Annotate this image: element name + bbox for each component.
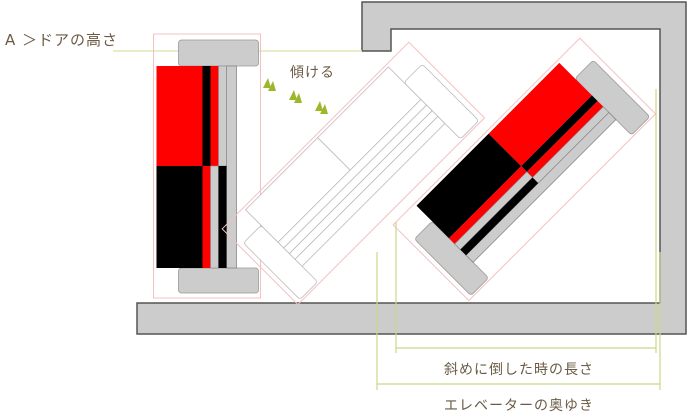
tilt-arrow-icon	[263, 78, 328, 114]
door-height-label: A ＞ドアの高さ	[5, 31, 119, 49]
dimension-lines	[376, 89, 661, 390]
diagonal-length-label: 斜めに倒した時の長さ	[444, 362, 594, 378]
tilt-label: 傾ける	[290, 65, 335, 81]
elevator-depth-label: エレベーターの奥ゆき	[444, 398, 594, 414]
sofa-upright	[153, 33, 261, 299]
